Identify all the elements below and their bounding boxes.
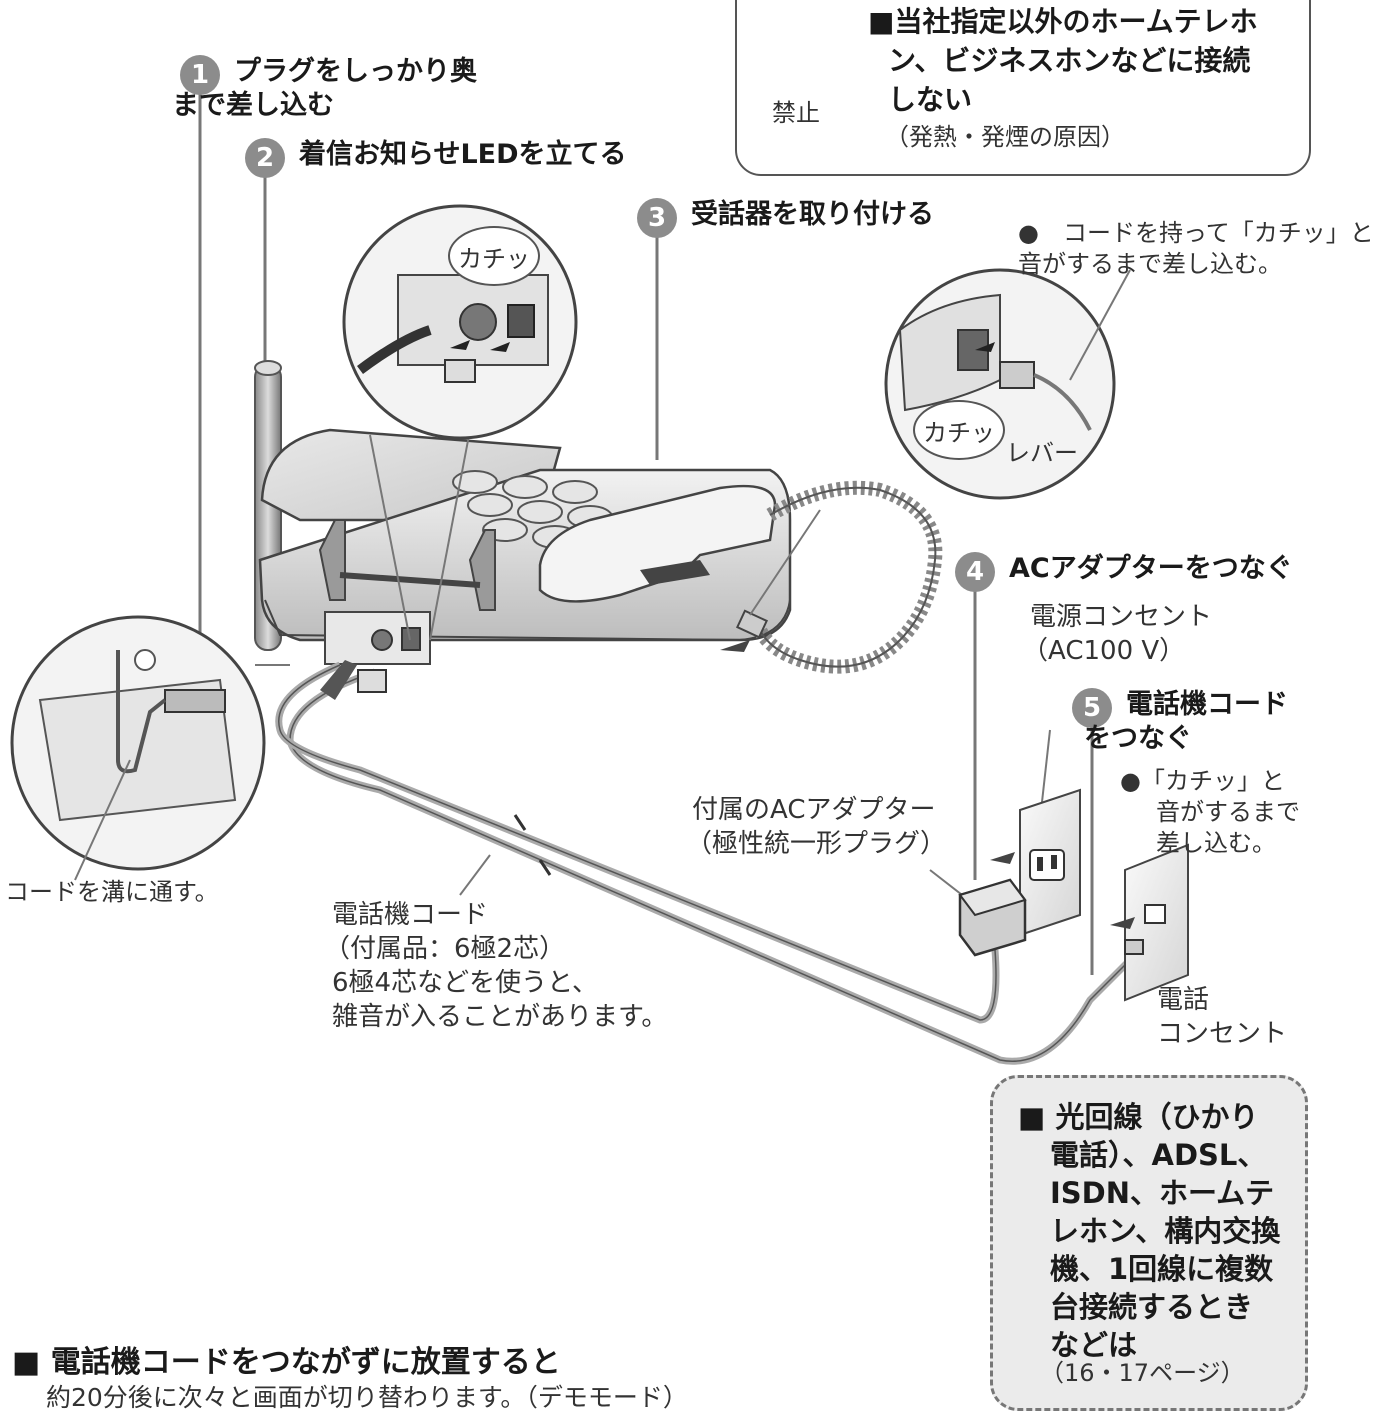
click-bubble-right: カチッ (913, 400, 1005, 460)
step-number: 5 (1072, 688, 1112, 728)
cord-hint: ● コードを持って「カチッ」と 音がするまで差し込む。 (1018, 219, 1374, 278)
warning-box (735, 0, 1311, 176)
step-label: ACアダプターをつなぐ (1009, 553, 1293, 584)
power-outlet (1019, 729, 1081, 937)
footer-heading: ■ 電話機コードをつながずに放置すると (12, 1345, 561, 1380)
ac-adapter (929, 852, 1027, 957)
step-3: 3 受話器を取り付ける (637, 198, 934, 238)
step5-hint: ●「カチッ」と 音がするまで 差し込む。 (1120, 767, 1300, 857)
zoom-cord-groove (10, 615, 290, 881)
phone-base (258, 428, 792, 665)
phone-cord-label: 電話機コード （付属品：6極2芯） 6極4芯などを使うと、 雑音が入ることがあり… (324, 900, 668, 1032)
step-label: 着信お知らせLEDを立てる (299, 139, 627, 170)
footer-text: 約20分後に次々と画面が切り替わります。（デモモード） (46, 1383, 688, 1412)
step-number: 3 (637, 198, 677, 238)
step-label: 電話機コード をつなぐ (1084, 689, 1288, 754)
step-5: 5 電話機コード をつなぐ (1072, 688, 1288, 756)
info-box (990, 1075, 1308, 1411)
step-2: 2 着信お知らせLEDを立てる (245, 138, 627, 178)
phone-jack (1110, 843, 1189, 1002)
lever-label: レバー (1006, 439, 1078, 467)
step-number: 2 (245, 138, 285, 178)
info-page-ref: （16・17ページ） (1040, 1359, 1245, 1387)
step-label: 受話器を取り付ける (691, 199, 934, 230)
step-1: 1 プラグをしっかり奥 まで差し込む (172, 55, 477, 123)
prohibition-label: 禁止 (772, 99, 820, 127)
step-number: 4 (955, 552, 995, 592)
groove-label: コードを溝に通す。 (5, 878, 219, 906)
click-bubble-top: カチッ (448, 226, 540, 286)
outlet-label: 電源コンセント （AC100 V） (1022, 602, 1213, 666)
step-4: 4 ACアダプターをつなぐ (955, 552, 1293, 592)
phone-jack-label: 電話 コンセント (1157, 985, 1288, 1049)
warning-title: ■当社指定以外のホームテレホ ン、ビジネスホンなどに接続 しない (868, 5, 1258, 116)
adapter-label: 付属のACアダプター （極性統一形プラグ） (686, 795, 947, 859)
step-label: プラグをしっかり奥 まで差し込む (172, 56, 477, 121)
warning-note: （発熱・発煙の原因） (885, 123, 1125, 151)
info-box-text: ■ 光回線（ひかり 電話）、ADSL、 ISDN、ホームテ レホン、構内交換 機… (1018, 1100, 1281, 1362)
step-number: 1 (180, 55, 220, 95)
